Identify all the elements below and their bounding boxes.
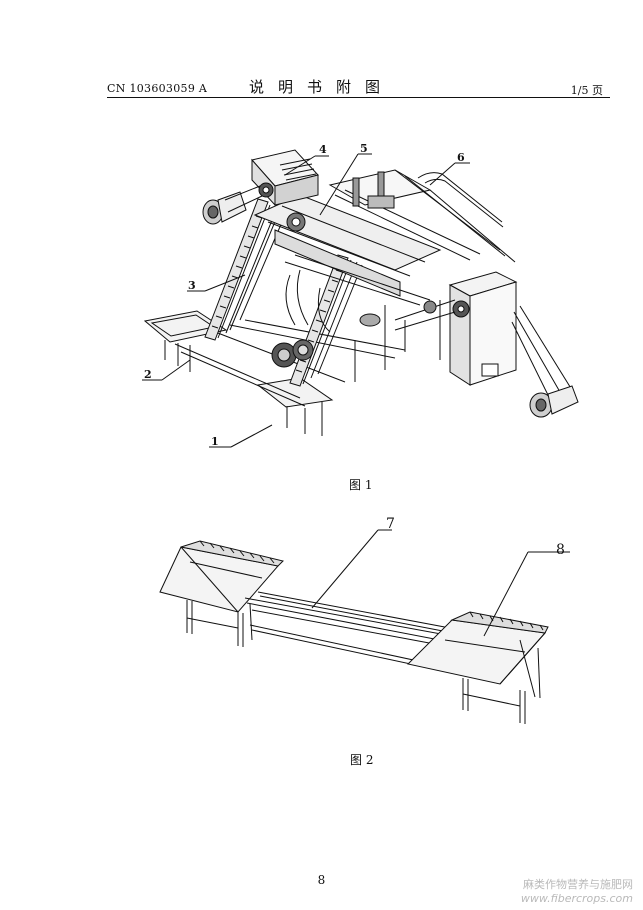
callout-label: 8: [556, 542, 565, 558]
callout-label: 7: [386, 516, 395, 532]
callout-label: 3: [188, 279, 196, 292]
callout-label: 1: [211, 435, 219, 448]
callout-label: 5: [360, 142, 368, 155]
page-title: 说明书附图: [248, 78, 394, 96]
callout-label: 4: [319, 143, 327, 156]
page-number: 8: [317, 873, 326, 887]
watermark-site: www.fibercrops.com: [520, 892, 633, 905]
watermark: 麻类作物营养与施肥网 www.fibercrops.com: [521, 878, 633, 906]
figure-1-caption: 图 1: [349, 478, 373, 492]
watermark-text: 麻类作物营养与施肥网: [523, 878, 633, 891]
callout-label: 6: [457, 151, 465, 164]
page-indicator: 1/5 页: [570, 84, 603, 97]
figure-2-caption: 图 2: [350, 753, 374, 767]
header-rule: [107, 97, 610, 98]
callout-label: 2: [144, 368, 152, 381]
patent-number: CN 103603059 A: [107, 82, 208, 95]
